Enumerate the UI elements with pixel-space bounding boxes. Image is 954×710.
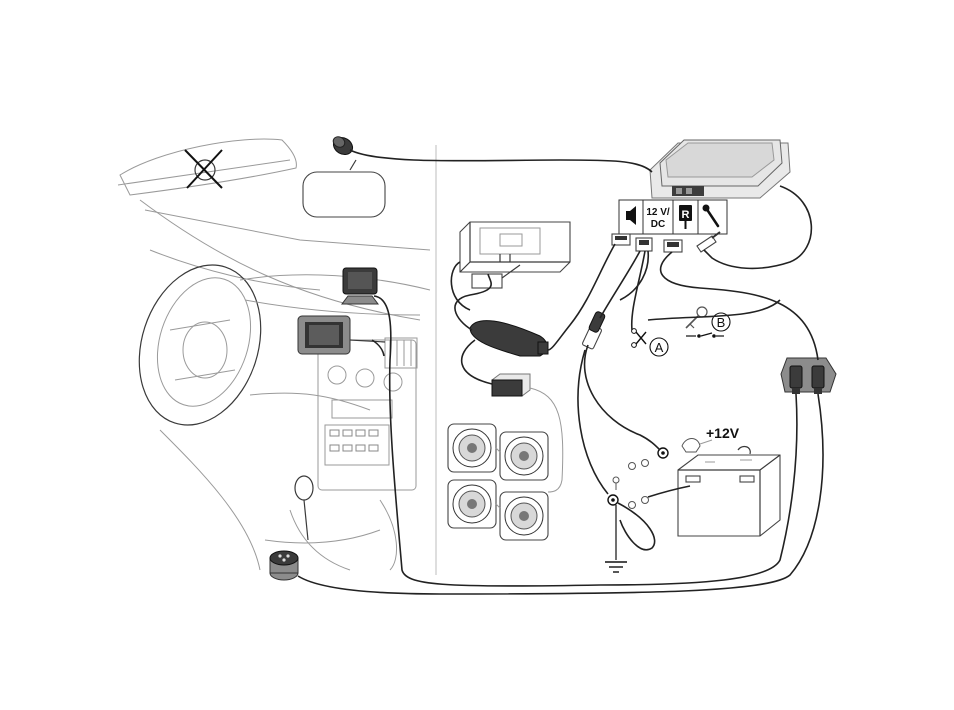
ground-screw: [613, 477, 619, 490]
connector-label-panel: 12 V/ DC R: [619, 200, 727, 234]
reverse-connector: [664, 240, 682, 252]
speaker-distribution-box: [492, 374, 530, 396]
car-interior: [118, 139, 430, 580]
switch-symbol: [686, 333, 724, 338]
washer-set-lower: [629, 497, 649, 509]
ground-ring-terminal: [608, 495, 618, 505]
no-mount-icon: [185, 150, 222, 188]
dual-camera-connector: [781, 358, 836, 394]
car-radio-head-unit: [460, 222, 570, 288]
power-connector: [636, 238, 652, 251]
voltage-label: +12V: [706, 425, 740, 441]
gps-antenna: [330, 134, 355, 158]
panel-label-power-line2: DC: [651, 219, 665, 230]
ignition-key-icon: B: [686, 307, 730, 338]
label-a: A: [655, 340, 664, 355]
car-battery: [678, 447, 780, 536]
speaker-front-right: [500, 432, 548, 480]
speaker-rear-left: [448, 480, 496, 528]
ground-symbol: [605, 505, 627, 572]
panel-label-power-line1: 12 V/: [646, 207, 670, 218]
speaker-rear-right: [500, 492, 548, 540]
rearview-mirror: [303, 172, 385, 217]
panel-label-reverse: R: [682, 209, 690, 221]
inline-fuse-holder: [582, 311, 606, 350]
rotary-controller: [270, 551, 298, 580]
washer-set-upper: [629, 460, 649, 470]
speaker-front-left: [448, 424, 496, 472]
audio-adapter-box: [470, 321, 548, 356]
dash-display-unit: [342, 268, 378, 304]
speaker-connector: [612, 234, 630, 245]
mic-jack: [697, 232, 720, 252]
control-module: [650, 140, 790, 198]
cut-wire-marker: A: [632, 329, 668, 356]
main-display-unit: [298, 316, 385, 354]
label-b: B: [717, 315, 726, 330]
